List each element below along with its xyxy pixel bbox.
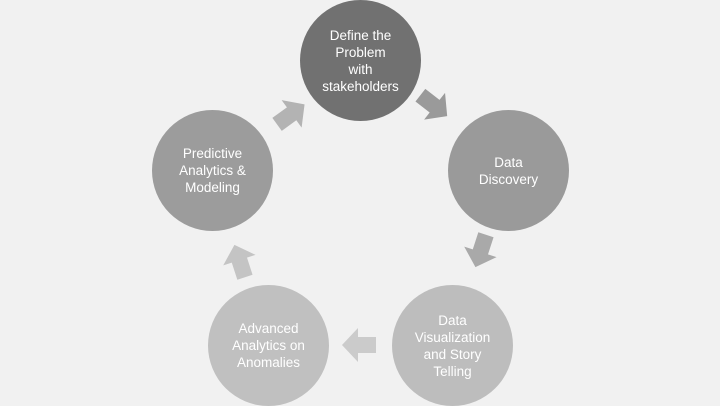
- label-line: Discovery: [478, 171, 539, 187]
- step-label: Advanced Analytics on Anomalies: [232, 320, 305, 371]
- label-line: Telling: [433, 363, 472, 379]
- label-line: Advanced: [238, 321, 299, 336]
- flow-arrow-icon: [272, 100, 305, 131]
- label-line: Data: [494, 154, 523, 170]
- flow-arrow-icon: [464, 232, 497, 268]
- flow-arrow-icon: [223, 244, 256, 280]
- label-line: Problem: [335, 44, 386, 60]
- step-define-problem: Define the Problem with stakeholders: [300, 0, 421, 121]
- step-label: Data Discovery: [479, 154, 538, 188]
- label-line: stakeholders: [322, 78, 399, 94]
- step-advanced-analytics: Advanced Analytics on Anomalies: [208, 285, 329, 406]
- step-label: Predictive Analytics & Modeling: [179, 145, 246, 196]
- label-line: Visualization: [414, 329, 491, 345]
- step-data-visualization: Data Visualization and Story Telling: [392, 285, 513, 406]
- step-label: Define the Problem with stakeholders: [322, 27, 399, 95]
- label-line: Predictive: [182, 146, 243, 161]
- step-data-discovery: Data Discovery: [448, 110, 569, 231]
- label-line: and Story: [423, 346, 482, 362]
- step-predictive-analytics: Predictive Analytics & Modeling: [152, 110, 273, 231]
- label-line: Anomalies: [236, 355, 300, 370]
- label-line: Modeling: [185, 180, 240, 195]
- label-line: Define the: [329, 27, 392, 43]
- label-line: Analytics on: [232, 338, 305, 353]
- label-line: Data: [438, 312, 467, 328]
- label-line: Analytics &: [179, 163, 246, 178]
- flow-arrow-icon: [342, 328, 376, 362]
- label-line: with: [348, 61, 373, 77]
- step-label: Data Visualization and Story Telling: [415, 312, 491, 380]
- flow-arrow-icon: [415, 88, 448, 120]
